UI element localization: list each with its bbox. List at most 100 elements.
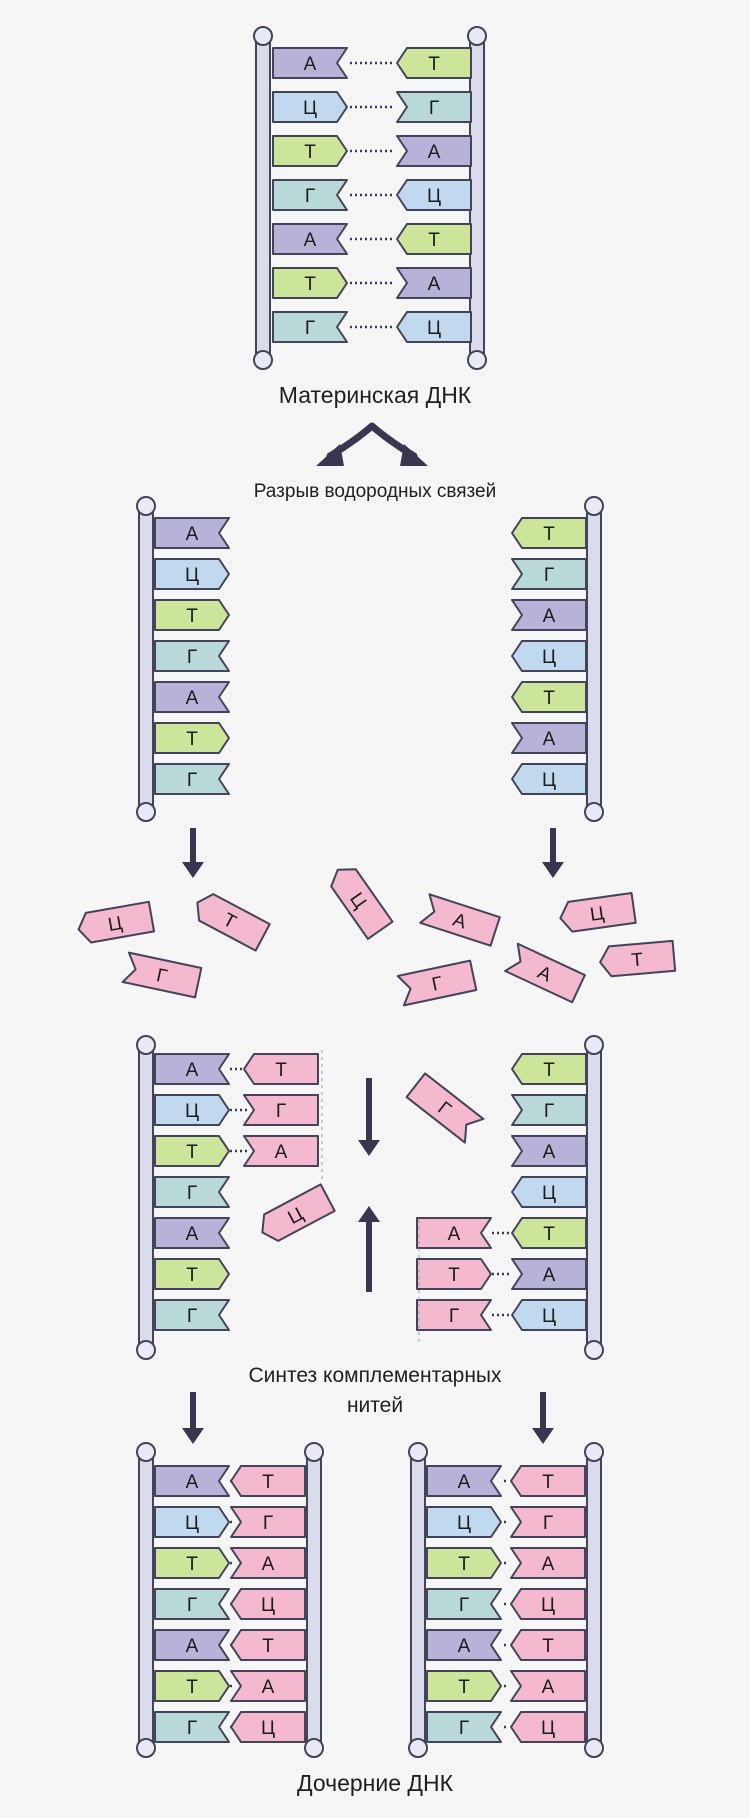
synthesis-right-new-a: А (416, 1217, 492, 1249)
svg-text:Т: Т (543, 524, 555, 545)
free-nucleotide-a: А (504, 942, 586, 1004)
mother-left-nucleotide-g: Г (272, 179, 348, 211)
svg-text:Т: Т (304, 142, 316, 163)
svg-text:Ц: Ц (185, 1101, 199, 1122)
synthesis-right-template-c: Ц (511, 1176, 587, 1208)
synthesis-left-new-a: А (243, 1135, 319, 1167)
separated-left-nucleotide-a: А (154, 681, 230, 713)
free-nucleotide-g: Г (121, 951, 203, 999)
synthesis-right-template-c: Ц (511, 1299, 587, 1331)
svg-text:А: А (543, 606, 556, 627)
separated-left-nucleotide-a: А (154, 517, 230, 549)
mother-left-nucleotide-a: А (272, 47, 348, 79)
daughter1-template-a: А (154, 1465, 230, 1497)
daughter1-template-t: Т (154, 1670, 230, 1702)
synthesis-right-template-t: Т (511, 1053, 587, 1085)
free-nucleotide-g: Г (396, 959, 478, 1007)
svg-text:Г: Г (544, 565, 554, 586)
daughter2-template-t: Т (426, 1547, 502, 1579)
svg-text:Ц: Ц (542, 770, 556, 791)
mother-right-nucleotide-t: Т (396, 223, 472, 255)
synthesis-right-template-a: А (511, 1135, 587, 1167)
daughter2-new-c: Ц (510, 1711, 586, 1743)
svg-text:Ц: Ц (185, 565, 199, 586)
svg-text:Г: Г (459, 1595, 469, 1616)
svg-text:Ц: Ц (107, 913, 124, 936)
mother-right-strand (467, 26, 487, 370)
svg-text:Т: Т (262, 1636, 274, 1657)
svg-text:Т: Т (186, 1265, 198, 1286)
svg-text:Т: Т (186, 1554, 198, 1575)
svg-text:Г: Г (263, 1513, 273, 1534)
svg-text:Г: Г (187, 1718, 197, 1739)
synthesis-left-template-t: Т (154, 1258, 230, 1290)
free-nucleotide-t: Т (196, 893, 271, 952)
svg-text:Г: Г (543, 1513, 553, 1534)
svg-text:Г: Г (187, 1183, 197, 1204)
separated-left-nucleotide-g: Г (154, 763, 230, 795)
svg-text:Ц: Ц (541, 1718, 555, 1739)
synthesis-right-template-g: Г (511, 1094, 587, 1126)
svg-text:А: А (186, 524, 199, 545)
mother-left-nucleotide-g: Г (272, 311, 348, 343)
svg-text:А: А (304, 54, 317, 75)
svg-text:Ц: Ц (589, 903, 606, 926)
synthesis-left-template-g: Г (154, 1299, 230, 1331)
separated-right-nucleotide-a: А (511, 599, 587, 631)
down-arrow-left (182, 828, 204, 878)
svg-text:А: А (304, 230, 317, 251)
synthesis-left-new-g: Г (243, 1094, 319, 1126)
svg-text:Ц: Ц (457, 1513, 471, 1534)
svg-text:Ц: Ц (303, 98, 317, 119)
break-bonds-label: Разрыв водородных связей (253, 481, 497, 502)
synthesis-right-template-a: А (511, 1258, 587, 1290)
separated-left-strand (136, 496, 156, 822)
synthesis-left-strand (136, 1035, 156, 1360)
separated-right-nucleotide-t: Т (511, 681, 587, 713)
svg-text:А: А (543, 729, 556, 750)
svg-text:Т: Т (543, 1060, 555, 1081)
svg-text:Т: Т (542, 1636, 554, 1657)
mother-right-nucleotide-g: Г (396, 91, 472, 123)
svg-text:А: А (428, 142, 441, 163)
daughter2-new-t: Т (510, 1629, 586, 1661)
free-nucleotide-c: Ц (77, 900, 156, 944)
svg-text:Т: Т (275, 1060, 287, 1081)
svg-text:Т: Т (458, 1554, 470, 1575)
free-nucleotide-t: Т (599, 939, 677, 978)
daughter1-new-t: Т (230, 1629, 306, 1661)
mother-dna-label: Материнская ДНК (278, 382, 472, 408)
svg-text:Ц: Ц (427, 318, 441, 339)
svg-text:Ц: Ц (427, 186, 441, 207)
svg-text:А: А (186, 1060, 199, 1081)
svg-text:Т: Т (542, 1472, 554, 1493)
mother-left-nucleotide-a: А (272, 223, 348, 255)
synthesis-left-template-t: Т (154, 1135, 230, 1167)
separated-right-strand (584, 496, 604, 822)
synthesis-right-template-t: Т (511, 1217, 587, 1249)
separated-right-nucleotide-g: Г (511, 558, 587, 590)
svg-text:А: А (186, 688, 199, 709)
synthesis-right-strand (584, 1035, 604, 1360)
svg-text:Ц: Ц (541, 1595, 555, 1616)
daughter1-new-strand (304, 1442, 324, 1758)
svg-text:Ц: Ц (261, 1718, 275, 1739)
daughter2-new-a: А (510, 1670, 586, 1702)
daughter2-new-g: Г (510, 1506, 586, 1538)
svg-text:Г: Г (154, 965, 168, 988)
svg-text:Г: Г (544, 1101, 554, 1122)
daughter1-new-t: Т (230, 1465, 306, 1497)
svg-text:Ц: Ц (261, 1595, 275, 1616)
daughter2-template-c: Ц (426, 1506, 502, 1538)
down-arrow-right (532, 1392, 554, 1444)
svg-text:Т: Т (304, 274, 316, 295)
mother-right-nucleotide-c: Ц (396, 311, 472, 343)
separated-left-nucleotide-t: Т (154, 722, 230, 754)
svg-text:Т: Т (428, 54, 440, 75)
down-arrow-left (182, 1392, 204, 1444)
svg-text:Г: Г (305, 318, 315, 339)
synthesis-arrow-up (358, 1206, 380, 1292)
daughter2-new-strand (584, 1442, 604, 1758)
svg-text:Г: Г (449, 1306, 459, 1327)
